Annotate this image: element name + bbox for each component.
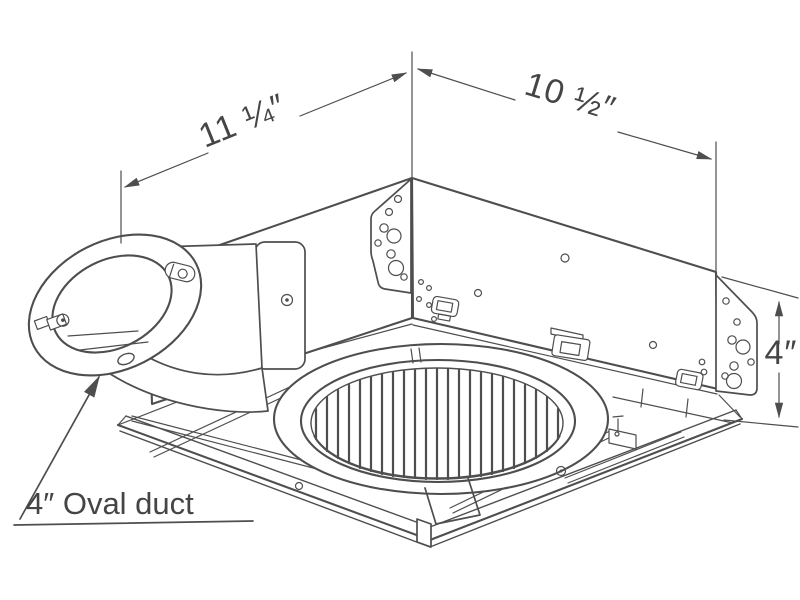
duct-annotation-label: 4″ Oval duct bbox=[26, 486, 194, 521]
duct-label-underline bbox=[13, 520, 254, 526]
height-extension-line-bottom bbox=[723, 419, 799, 428]
dimension-width-label: 11 ¼″ bbox=[193, 87, 291, 156]
oval-duct bbox=[27, 233, 203, 377]
right-mounting-bracket bbox=[715, 274, 758, 396]
damper-interior-lines bbox=[67, 330, 149, 351]
wiring-clamp-right bbox=[674, 368, 704, 391]
wiring-clamp-corner bbox=[430, 295, 460, 322]
duct-callout: 4″ Oval duct bbox=[13, 375, 254, 526]
duct-leader-line bbox=[19, 375, 100, 520]
ground-screw-bracket bbox=[608, 415, 637, 450]
blower-wheel-blades bbox=[314, 367, 560, 481]
dimension-depth-label: 10 ½″ bbox=[521, 65, 621, 128]
right-bracket-keyholes bbox=[725, 335, 751, 390]
duct-vent-hole bbox=[117, 352, 135, 366]
front-mounting-bracket bbox=[370, 179, 412, 294]
dimension-height-label: 4″ bbox=[765, 334, 798, 372]
ring-seam-tab bbox=[410, 347, 422, 364]
housing-left-hem bbox=[311, 323, 413, 352]
dimension-height: 4″ bbox=[721, 276, 799, 428]
panel-holes bbox=[416, 253, 708, 376]
adapter-plate-screw bbox=[280, 293, 294, 307]
duct-latch bbox=[164, 261, 196, 283]
ring-screw bbox=[555, 465, 567, 477]
pan-rim bbox=[116, 409, 744, 548]
wiring-knockout-center bbox=[550, 327, 591, 362]
blower-wheel bbox=[310, 367, 564, 481]
duct-adapter-plate bbox=[254, 241, 306, 370]
right-bracket-holes bbox=[721, 297, 755, 380]
front-bracket-keyholes bbox=[379, 223, 405, 277]
front-bracket-holes bbox=[374, 194, 408, 281]
damper-clip bbox=[33, 313, 70, 331]
ring-screw-left bbox=[294, 481, 304, 491]
pan-corner-tab bbox=[416, 518, 432, 548]
wheel-depth-arc bbox=[313, 435, 561, 480]
pan-back-right-edge bbox=[718, 394, 741, 418]
housing-right-hem bbox=[412, 324, 718, 395]
height-extension-line-top bbox=[721, 276, 799, 299]
bottom-pan bbox=[116, 342, 744, 548]
